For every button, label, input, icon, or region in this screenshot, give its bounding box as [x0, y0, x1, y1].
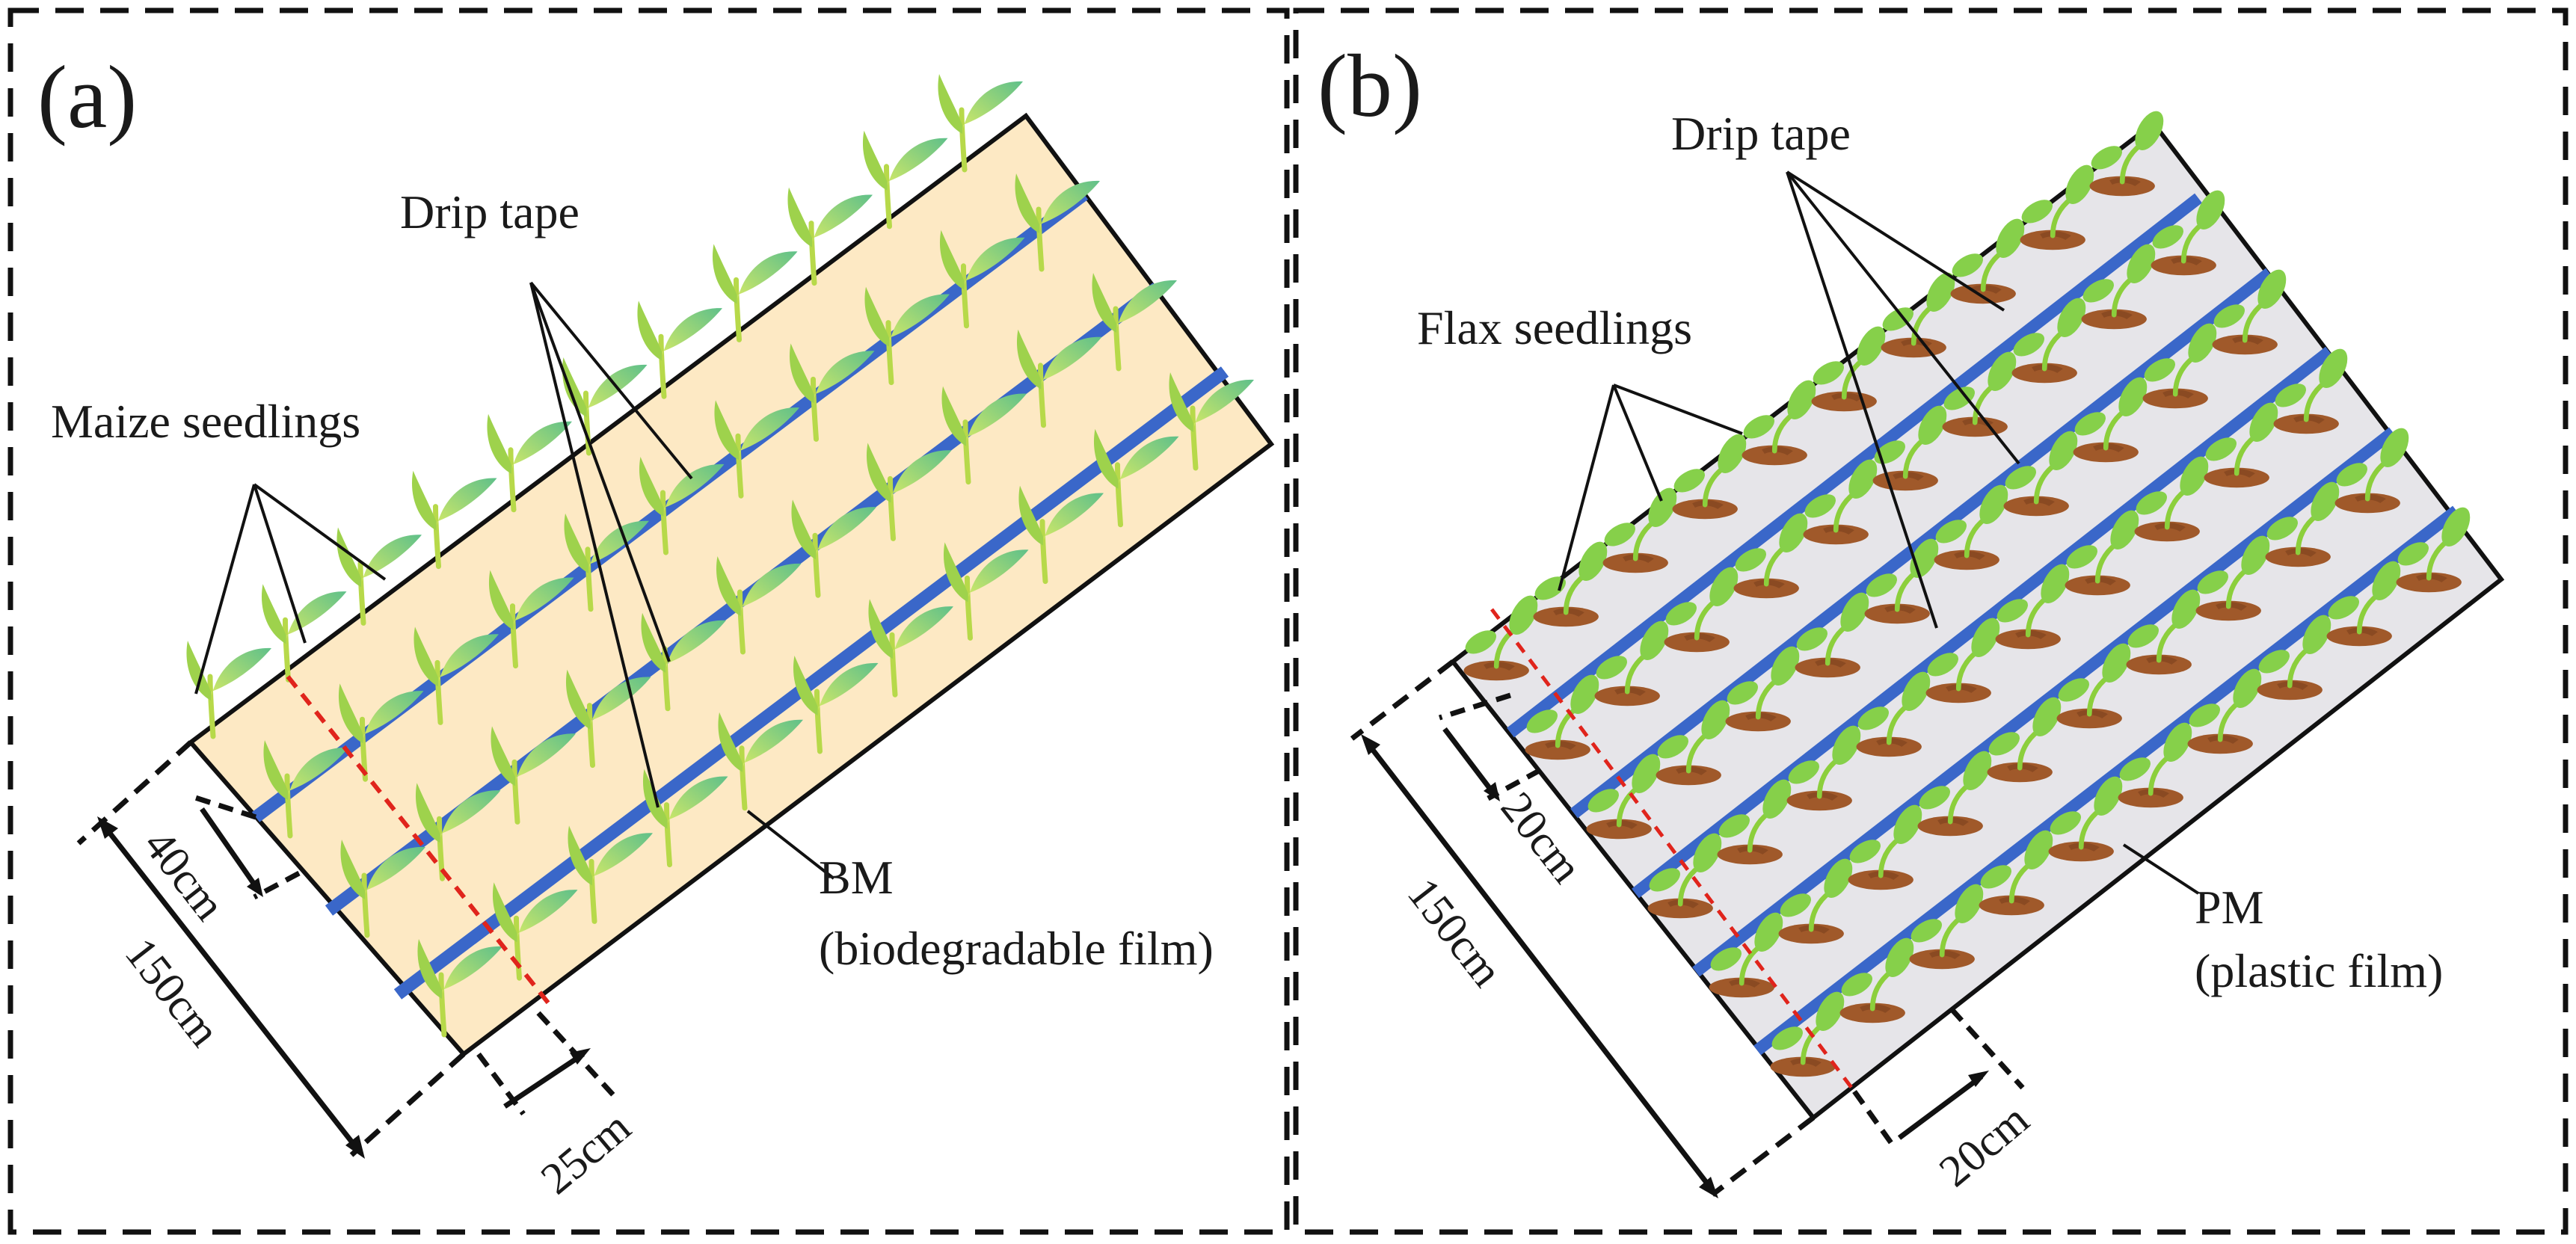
panel-a: (a) [7, 7, 1290, 1235]
ext-line-b-bottom [1710, 1115, 1816, 1197]
film-code-label-a: BM [819, 851, 894, 904]
section-line-a [286, 675, 556, 1011]
panel-b-frame [1293, 7, 2569, 1235]
film-code-label-b: PM [2195, 881, 2264, 934]
dim-line-20-b-row [1442, 727, 1496, 796]
callout-drip-b-3 [1786, 171, 1938, 629]
dim-arrow-150-b-bottom [1699, 1177, 1718, 1198]
ext-line-b-plant1 [1852, 1089, 1894, 1146]
ext-line-b-plant2 [1949, 1007, 2025, 1090]
ext-line-a-plant2 [476, 1052, 526, 1116]
dim-line-40-a [200, 807, 260, 891]
biodegradable-film-strip [187, 112, 1275, 1058]
callout-flax-b-3 [1613, 384, 1743, 435]
callout-drip-a-1 [529, 281, 693, 480]
dim-arrow-40-a [247, 878, 263, 897]
panel-b: (b) [1293, 7, 2569, 1235]
dim-arrow-150-b-top [1361, 734, 1380, 755]
panel-b-letter: (b) [1318, 36, 1422, 135]
drip-tape-b-2 [1570, 268, 2273, 819]
dim-line-25-a [503, 1052, 585, 1109]
drip-tape-b-1 [1507, 193, 2202, 738]
callout-maize-a-3 [253, 483, 387, 581]
drip-tape-a-3 [393, 366, 1229, 1000]
callout-film-b [2122, 843, 2200, 895]
ext-line-b-left [1350, 659, 1455, 741]
callouts-a [194, 281, 835, 880]
dim-arrow-20-b-plant [1968, 1071, 1989, 1087]
maize-seedlings-label: Maize seedlings [51, 395, 360, 448]
ext-line-a-left [76, 740, 193, 846]
ext-line-a-row1 [189, 793, 257, 820]
film-name-label-a: (biodegradable film) [819, 922, 1214, 975]
flax-seedlings-label: Flax seedlings [1417, 301, 1692, 354]
ext-line-b-row1 [1438, 692, 1512, 721]
dim-20-label-b-plant: 20cm [1930, 1094, 2038, 1196]
dim-150-label-b: 150cm [1398, 869, 1513, 995]
panel-a-letter: (a) [37, 47, 137, 147]
drip-tape-label-a: Drip tape [400, 185, 580, 238]
panel-a-frame [7, 7, 1290, 1235]
dim-150-label-a: 150cm [116, 929, 230, 1055]
section-line-b [1490, 608, 1856, 1093]
callout-drip-a-2 [529, 282, 671, 662]
drip-tape-b-3 [1632, 346, 2333, 899]
callout-flax-b-1 [1558, 384, 1615, 591]
dim-arrow-150-a-top [97, 816, 118, 839]
dimensions-b [1350, 659, 2025, 1198]
callout-drip-b-2 [1786, 170, 2020, 465]
dim-arrow-150-a-bottom [345, 1135, 365, 1159]
dim-arrow-25-a [570, 1048, 591, 1065]
callout-drip-b-1 [1786, 170, 2005, 312]
callouts-b [1558, 170, 2200, 895]
dim-line-20-b-plant [1897, 1074, 1984, 1140]
dim-arrow-20-b-row [1484, 782, 1500, 801]
dimensions-a [76, 740, 619, 1159]
callout-film-a [746, 810, 835, 880]
film-name-label-b: (plastic film) [2195, 944, 2443, 997]
dim-line-150-a [106, 829, 360, 1151]
callout-maize-a-2 [253, 484, 307, 644]
dim-25-label-a: 25cm [532, 1102, 640, 1204]
callout-maize-a-1 [194, 484, 256, 695]
ext-line-a-row2 [253, 870, 301, 900]
dim-line-150-b [1368, 744, 1715, 1192]
drip-tape-label-b: Drip tape [1671, 107, 1851, 160]
callout-flax-b-2 [1612, 384, 1663, 502]
ext-line-a-bottom [349, 1052, 466, 1157]
callout-drip-a-3 [529, 282, 660, 808]
